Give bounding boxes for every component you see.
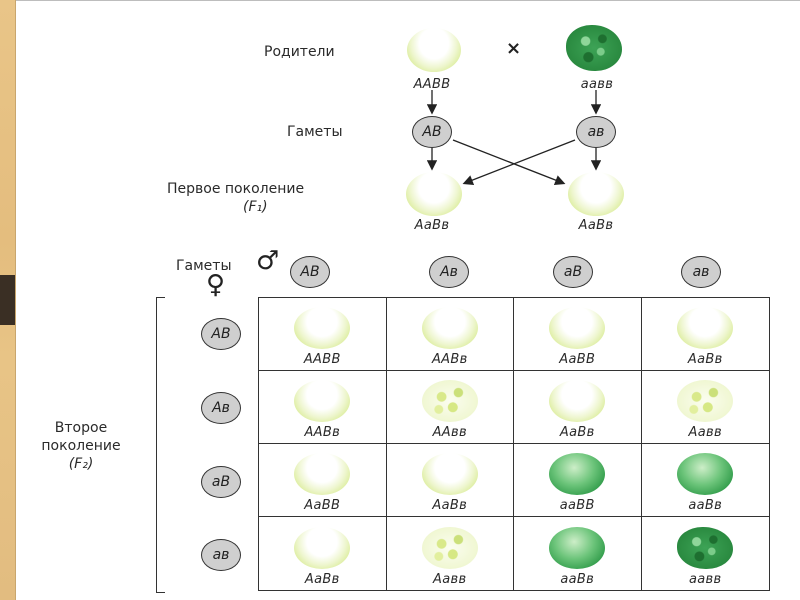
pea-green-smooth [549,453,606,496]
f2-label-line1: Второе [54,420,108,436]
punnett-cell: AABB [259,298,387,371]
punnett-cell: AABв [259,371,387,444]
f1-pea [568,172,624,216]
male-gamete: Aв [429,256,469,288]
punnett-cell: AaBB [514,298,642,371]
cell-genotype: Aaвв [688,425,722,440]
f1-genotype: AaBв [578,218,614,233]
cell-genotype: AAвв [432,425,467,440]
punnett-cell: AaBв [514,371,642,444]
pea-yellow-smooth [421,453,478,496]
punnett-cell: AaBв [259,517,387,590]
cell-genotype: aaBв [560,572,595,587]
female-gamete: Aв [201,392,241,424]
f2-label-line2: поколение [41,438,121,454]
male-gamete: aB [553,256,593,288]
gametes-label: Гаметы [287,124,343,140]
slide-side-band [0,275,16,325]
pea-yellow-smooth [677,307,734,350]
f1-genotype: AaBв [414,218,450,233]
female-gamete: aB [201,466,241,498]
punnett-cell: AABв [386,298,514,371]
top-border [0,0,800,1]
arrow [452,139,566,186]
pea-yellow-wrinkled [421,526,478,569]
pea-yellow-smooth [549,380,606,423]
male-gamete: AB [290,256,330,288]
pea-yellow-smooth [294,526,351,569]
parent-genotype: AABB [413,77,451,92]
cell-genotype: AABв [431,352,468,367]
pea-green-wrinkled [677,526,734,569]
punnett-cell: aaBв [641,444,769,517]
cell-genotype: aaвв [689,572,722,587]
f2-bracket [156,297,165,593]
f1-label-line1: Первое поколение [167,181,305,197]
parent-genotype: aaвв [580,77,614,92]
cell-genotype: AaBв [559,425,595,440]
pea-green-smooth [549,526,606,569]
parents-label: Родители [264,44,335,60]
punnett-cell: AaBв [386,444,514,517]
pea-yellow-smooth [294,380,351,423]
pea-yellow-wrinkled [677,380,734,423]
cell-genotype: AaBB [559,352,596,367]
cell-genotype: AABB [303,352,341,367]
punnett-cell: aaBB [514,444,642,517]
cell-genotype: Aaвв [433,572,467,587]
punnett-cell: AAвв [386,371,514,444]
punnett-cell: Aaвв [387,517,514,590]
male-gamete: aв [681,256,721,288]
cross-symbol: × [506,38,522,59]
parent-pea-yellow-smooth [407,28,461,72]
pea-yellow-wrinkled [421,380,478,423]
parent-gamete: AB [412,116,452,148]
pea-yellow-smooth [421,307,478,350]
parent-gamete: aв [576,116,616,148]
f1-label-line2: (F₁) [243,199,268,215]
f2-gametes-label: Гаметы [176,258,232,274]
parent-pea-green-wrinkled [566,25,622,71]
cell-genotype: AaBв [304,572,340,587]
female-gamete: AB [201,318,241,350]
cell-genotype: AaBв [687,352,723,367]
cell-genotype: aaBв [688,498,723,513]
cell-genotype: AABв [304,425,341,440]
male-symbol-icon: ♂ [256,246,280,276]
arrow [462,139,576,186]
punnett-cell: aaBв [514,517,642,590]
f1-pea [406,172,462,216]
female-symbol-icon: ♀ [206,270,226,300]
punnett-cell: AaBв [641,298,769,371]
f2-label-line3: (F₂) [68,456,94,472]
punnett-cell: Aaвв [641,371,769,444]
punnett-cell: aaвв [642,517,770,590]
cell-genotype: AaBB [304,498,341,513]
cell-genotype: AaBв [432,498,468,513]
pea-yellow-smooth [549,307,606,350]
pea-yellow-smooth [294,307,351,350]
pea-green-smooth [677,453,734,496]
cell-genotype: aaBB [559,498,595,513]
punnett-cell: AaBB [259,444,387,517]
female-gamete: aв [201,539,241,571]
pea-yellow-smooth [294,453,351,496]
